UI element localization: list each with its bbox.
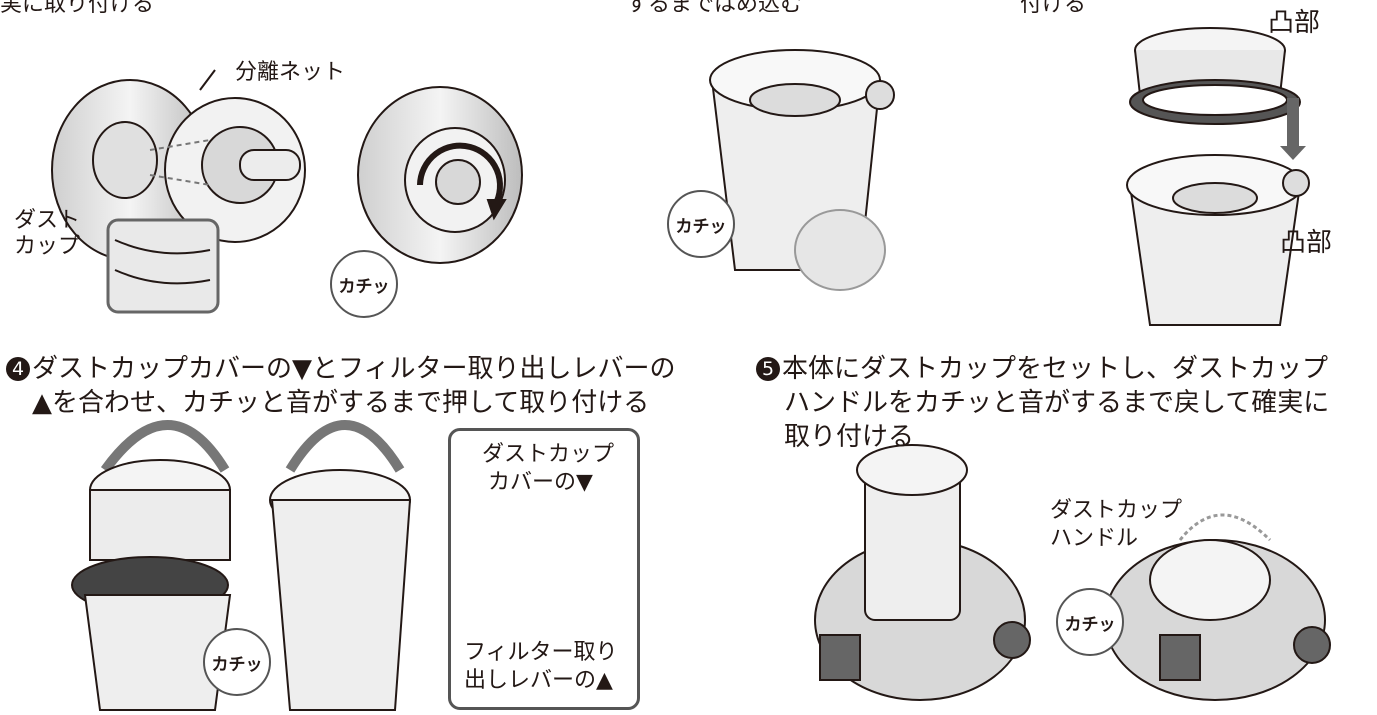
click-sound-bubble-middle: カチッ [667,190,735,258]
callout-bottom-line2: 出しレバーの▲ [464,668,613,693]
dust-cup-rotated-illustration [357,86,523,264]
step-text-fragment-middle: するまではめ込む [626,0,803,17]
callout-bottom-line1: フィルター取り [464,640,618,665]
click-sound-text: カチッ [675,216,727,237]
protrusion-label-top: 凸部 [1268,8,1321,38]
step4-heading-line2: ▲を合わせ、カチッと音がするまで押して取り付ける [32,388,650,418]
callout-top-line2: カバーの▼ [488,470,593,495]
step4-text-line1: ダストカップカバーの▼とフィルター取り出しレバーの [32,354,676,384]
click-sound-bubble: カチッ [330,250,398,318]
protrusion-label-bottom: 凸部 [1280,228,1333,258]
step-text-fragment-left: 実に取り付ける [0,0,155,17]
click-sound-bubble-step4: カチッ [203,628,271,696]
callout-top-line1: ダストカップ [482,442,615,467]
step5-number-badge: 5 [756,357,780,381]
dust-cup-label-line1: ダスト [14,208,81,233]
step5-text-line1: 本体にダストカップをセットし、ダストカップ [782,354,1329,384]
step5-heading-line3: 取り付ける [784,422,915,452]
click-sound-text: カチッ [338,276,390,297]
handle-label-line2: ハンドル [1050,526,1139,551]
separator-net-label: 分離ネット [235,60,346,85]
step5-vacuum-illustration [814,444,1331,701]
click-sound-text: カチッ [1064,614,1116,635]
filter-and-cup-illustration [1126,27,1310,326]
handle-label-line1: ダストカップ [1050,498,1183,523]
dust-cup-with-net-illustration [51,69,306,314]
step5-heading-line2: ハンドルをカチッと音がするまで戻して確実に [784,388,1330,418]
click-sound-text: カチッ [211,654,263,675]
step-text-fragment-right: 付ける [1020,0,1087,17]
click-sound-bubble-step5: カチッ [1056,588,1124,656]
alignment-callout-box [448,428,640,710]
step4-number-badge: 4 [6,357,30,381]
dust-cup-label-line2: カップ [14,234,81,259]
dust-cup-middle-illustration [709,49,895,291]
